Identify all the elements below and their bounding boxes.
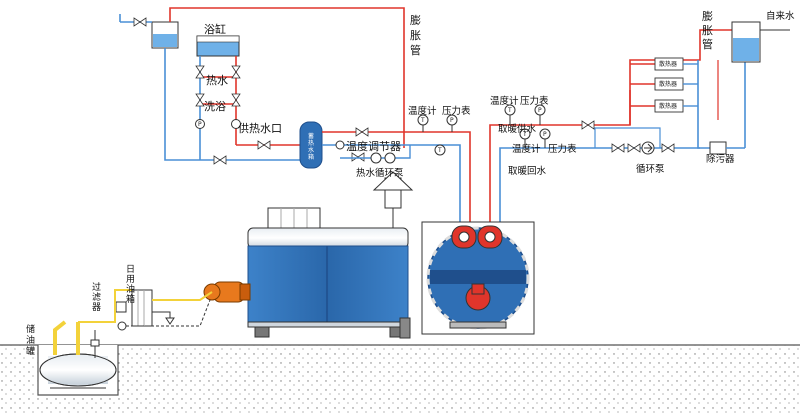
label-shower: 洗浴 <box>204 100 226 113</box>
ground <box>0 344 800 415</box>
label-pressure-gauge-2: 压力表 <box>520 95 549 107</box>
label-expansion-pipe-right-char: 胀 <box>702 24 713 37</box>
label-heating-return: 取暖回水 <box>508 165 547 177</box>
label-pressure-gauge-1: 压力表 <box>442 105 471 117</box>
label-expansion-pipe-left: 膨胀管 <box>410 13 421 57</box>
label-storage-tank: 蓄热水箱 <box>308 132 314 161</box>
label-filter-char: 滤 <box>92 291 101 303</box>
label-radiator-2: 散热器 <box>659 80 677 88</box>
label-thermometer-1: 温度计 <box>408 105 437 117</box>
label-tap-water: 自来水 <box>766 10 795 22</box>
label-oil-storage-tank: 储油罐 <box>26 323 35 357</box>
heating-loop <box>489 21 790 230</box>
label-filter-char: 器 <box>92 302 101 313</box>
gauge-p-3: P <box>543 131 547 138</box>
gauge-t-4: T <box>437 147 442 154</box>
label-expansion-pipe-right: 膨胀管 <box>702 9 713 51</box>
label-thermometer-3: 温度计 <box>512 143 541 155</box>
gauge-t-2: T <box>507 107 512 114</box>
label-day-tank-char: 日 <box>126 264 135 275</box>
label-heating-supply: 取暖供水 <box>498 123 537 135</box>
hot-water-loop <box>119 7 471 230</box>
label-hot-water-circ-pump: 热水循环泵 <box>356 167 404 179</box>
gauge-p-2: P <box>538 107 542 114</box>
label-day-tank-char: 箱 <box>126 293 135 305</box>
label-expansion-pipe-right-char: 膨 <box>702 9 713 23</box>
label-temp-regulator: 温度调节器 <box>346 139 401 153</box>
label-circulation-pump: 循环泵 <box>636 163 665 175</box>
gauge-p-4: P <box>198 121 202 128</box>
gauge-t-1: T <box>420 117 425 124</box>
label-radiator-3: 散热器 <box>659 102 677 110</box>
chimney <box>372 171 414 230</box>
boiler <box>247 207 411 339</box>
label-oil-storage-tank-char: 罐 <box>26 345 35 357</box>
label-day-tank-char: 用 <box>126 274 135 285</box>
label-storage-tank-char: 蓄 <box>308 132 314 140</box>
label-filter: 过滤器 <box>92 281 101 313</box>
label-storage-tank-char: 箱 <box>308 153 314 161</box>
label-dirt-separator: 除污器 <box>706 153 735 165</box>
label-thermometer-2: 温度计 <box>490 95 519 107</box>
label-storage-tank-char: 水 <box>308 146 314 154</box>
label-day-tank-char: 油 <box>126 283 135 295</box>
label-oil-storage-tank-char: 油 <box>26 334 35 346</box>
label-oil-storage-tank-char: 储 <box>26 323 35 335</box>
label-hot-water-supply-port: 供热水口 <box>238 121 282 135</box>
label-hot-water: 热水 <box>206 74 228 87</box>
label-filter-char: 过 <box>92 281 101 293</box>
oil-system <box>39 289 213 389</box>
label-bathtub: 浴缸 <box>204 22 226 36</box>
label-expansion-pipe-left-char: 胀 <box>410 29 421 42</box>
boiler-front <box>421 221 535 335</box>
gauge-p-1: P <box>450 117 454 124</box>
label-expansion-pipe-right-char: 管 <box>702 37 713 51</box>
label-pressure-gauge-3: 压力表 <box>548 143 577 155</box>
label-storage-tank-char: 热 <box>308 139 314 147</box>
gauge-t-3: T <box>522 131 527 138</box>
label-radiator-1: 散热器 <box>659 60 677 68</box>
label-expansion-pipe-left-char: 膨 <box>410 13 421 27</box>
label-day-tank: 日用油箱 <box>126 264 135 305</box>
label-expansion-pipe-left-char: 管 <box>410 43 421 57</box>
